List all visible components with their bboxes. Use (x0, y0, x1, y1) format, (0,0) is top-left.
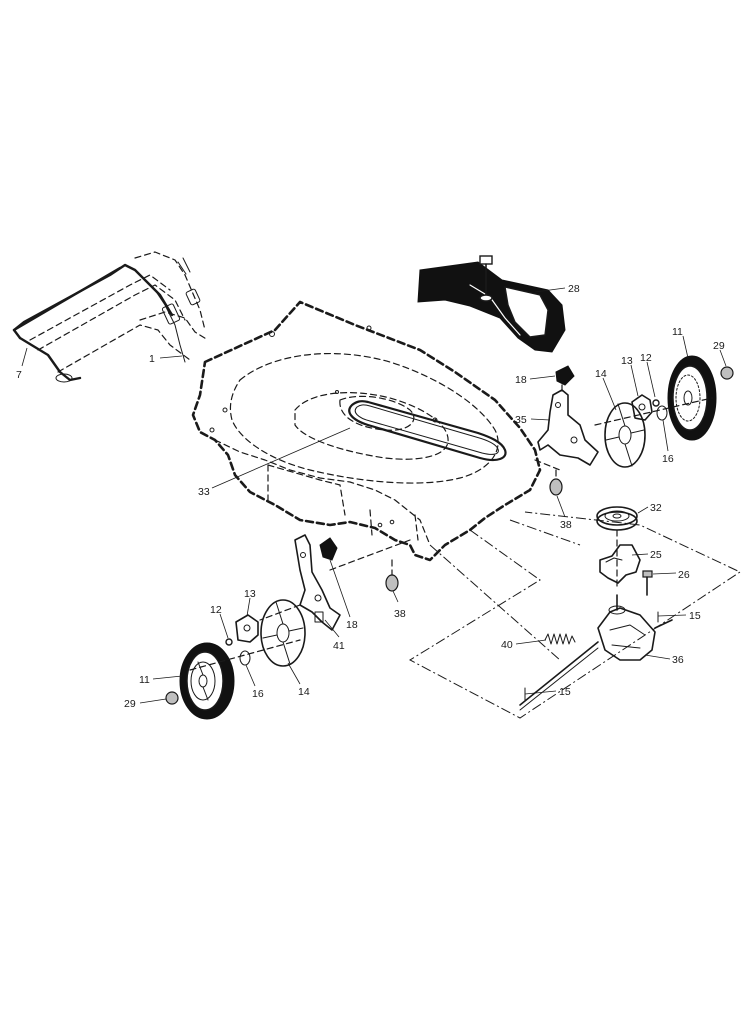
callout-16-left: 16 (252, 688, 264, 700)
callout-38-left: 38 (394, 608, 406, 620)
callout-36: 36 (672, 654, 684, 666)
callout-12-right: 12 (640, 352, 652, 364)
callout-40: 40 (501, 639, 513, 651)
height-adjuster-right (534, 365, 599, 471)
spring (544, 633, 576, 645)
drive-pulley (596, 506, 638, 531)
callout-18-right: 18 (515, 374, 527, 386)
callout-1: 1 (149, 353, 155, 365)
wheel-right-gear-parts (594, 394, 713, 468)
mount-bracket (599, 544, 653, 596)
transmission (519, 529, 673, 711)
callout-33: 33 (198, 486, 210, 498)
height-adjuster-left (259, 534, 411, 631)
nut-38-right (549, 469, 563, 496)
rear-flap (417, 255, 566, 353)
callout-15-upper: 15 (689, 610, 701, 622)
callout-28: 28 (568, 283, 580, 295)
callout-29-right: 29 (713, 340, 725, 352)
callout-11-left: 11 (139, 674, 150, 686)
callout-35: 35 (515, 414, 527, 426)
callout-11-right: 11 (672, 326, 683, 338)
callout-7: 7 (16, 369, 22, 381)
mower-deck (191, 300, 542, 562)
drive-belt (348, 400, 507, 462)
callout-14-left: 14 (298, 686, 310, 698)
handle-assembly (12, 251, 209, 383)
callout-14-right: 14 (595, 368, 607, 380)
callout-29-left: 29 (124, 698, 136, 710)
callout-15-lower: 15 (559, 686, 571, 698)
wheel-left (165, 642, 235, 720)
callout-18-left: 18 (346, 619, 358, 631)
callout-13-left: 13 (244, 588, 256, 600)
callout-41: 41 (333, 640, 345, 652)
callout-25: 25 (650, 549, 662, 561)
callout-12-left: 12 (210, 604, 222, 616)
callout-13-right: 13 (621, 355, 633, 367)
callout-32: 32 (650, 502, 662, 514)
callout-38-right: 38 (560, 519, 572, 531)
wheel-left-gear-parts (189, 599, 306, 671)
nut-38-left (385, 559, 399, 592)
callout-26: 26 (678, 569, 690, 581)
leader-lines (21, 287, 727, 704)
callout-16-right: 16 (662, 453, 674, 465)
wheel-right (667, 355, 734, 441)
callout-labels: 1 7 28 18 35 14 13 12 11 29 16 33 38 32 … (16, 283, 725, 710)
